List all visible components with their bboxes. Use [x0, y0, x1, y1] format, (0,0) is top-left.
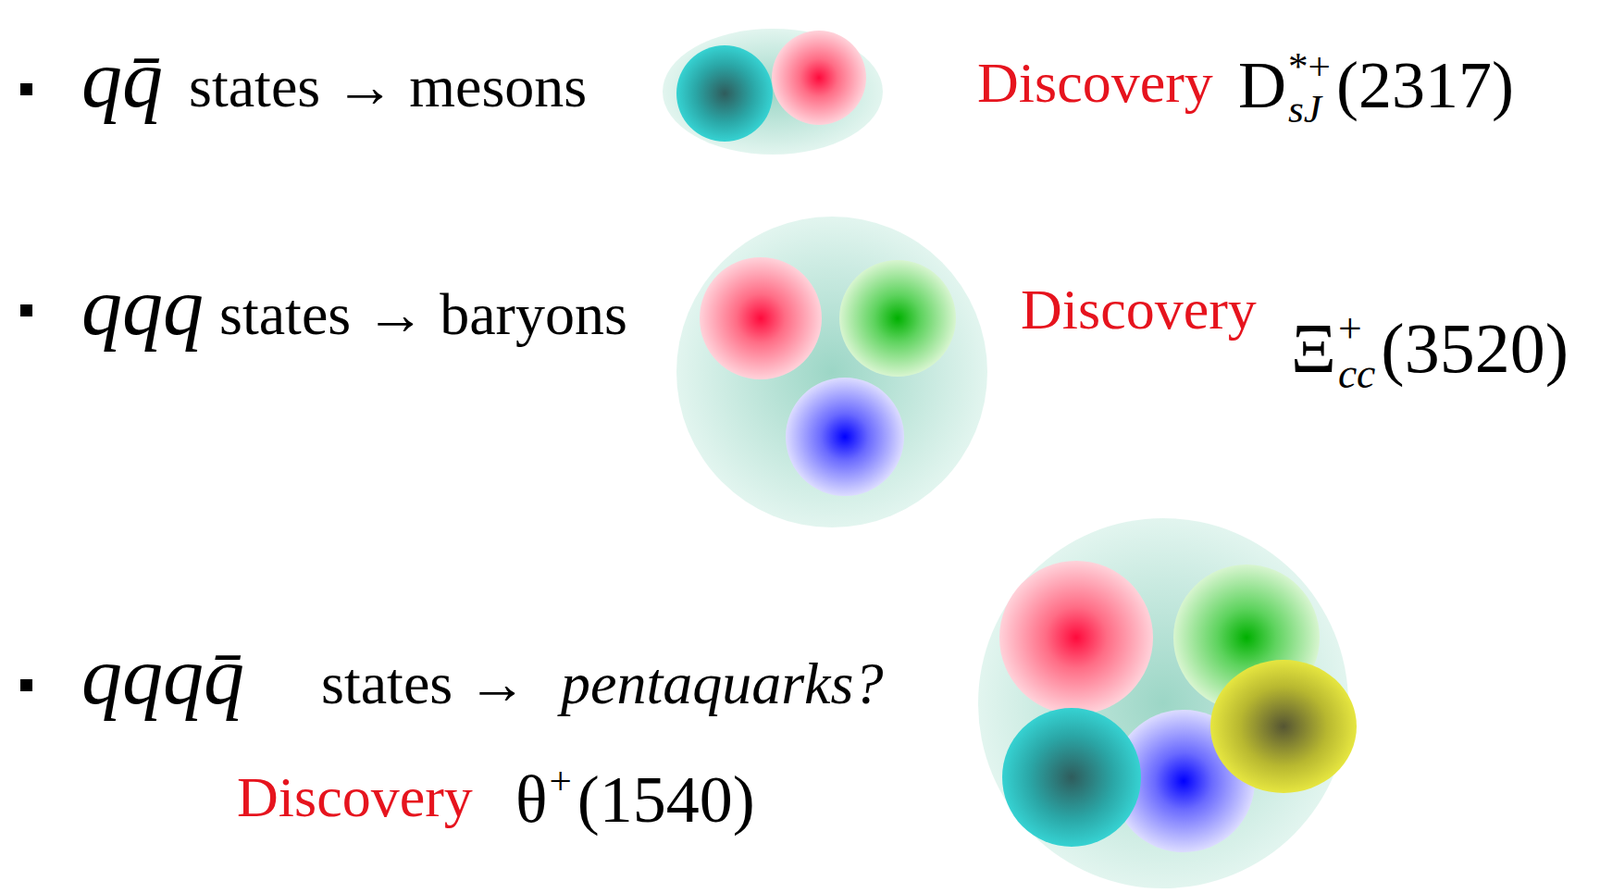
- state-name: pentaquarks?: [560, 654, 883, 714]
- subscript: cc: [1338, 352, 1376, 396]
- quark-ball: [699, 257, 822, 380]
- quark-content: qq̄: [81, 38, 163, 121]
- bullet: [20, 679, 33, 692]
- quark-ball: [999, 560, 1154, 715]
- antiquark-ball: [1002, 707, 1142, 847]
- quark-ball: [771, 30, 867, 125]
- superscript: *+: [1288, 46, 1331, 87]
- bullet: [20, 83, 33, 96]
- halo: [676, 216, 988, 528]
- meson-picture: [662, 28, 883, 155]
- particle-symbol: D: [1238, 51, 1287, 119]
- pentaquark-picture: [978, 518, 1357, 889]
- quark-ball: [1210, 659, 1357, 794]
- discovery-label: Discovery: [977, 53, 1214, 112]
- particle-symbol: θ: [515, 766, 548, 833]
- particle-mass: (3520): [1380, 312, 1569, 384]
- bullets: [20, 83, 33, 692]
- halo: [662, 28, 883, 155]
- quark-ball: [839, 260, 956, 377]
- particle-mass: (2317): [1336, 51, 1514, 119]
- superscript: +: [549, 760, 572, 801]
- bullet: [20, 304, 33, 317]
- subscript: sJ: [1288, 88, 1322, 129]
- state-label: states →: [321, 654, 527, 714]
- state-label: states → mesons: [188, 57, 587, 117]
- quark-content: qqq: [81, 266, 204, 348]
- discovery-label: Discovery: [236, 768, 473, 826]
- baryon-picture: [676, 216, 988, 528]
- particle-mass: (1540): [577, 766, 756, 833]
- quark-content: qqqq̄: [81, 635, 245, 718]
- antiquark-ball: [676, 45, 773, 142]
- quark-ball: [785, 377, 905, 497]
- state-label: states → baryons: [219, 285, 628, 345]
- particle-symbol: Ξ: [1290, 312, 1337, 384]
- discovery-label: Discovery: [1020, 280, 1257, 338]
- superscript: +: [1338, 307, 1363, 350]
